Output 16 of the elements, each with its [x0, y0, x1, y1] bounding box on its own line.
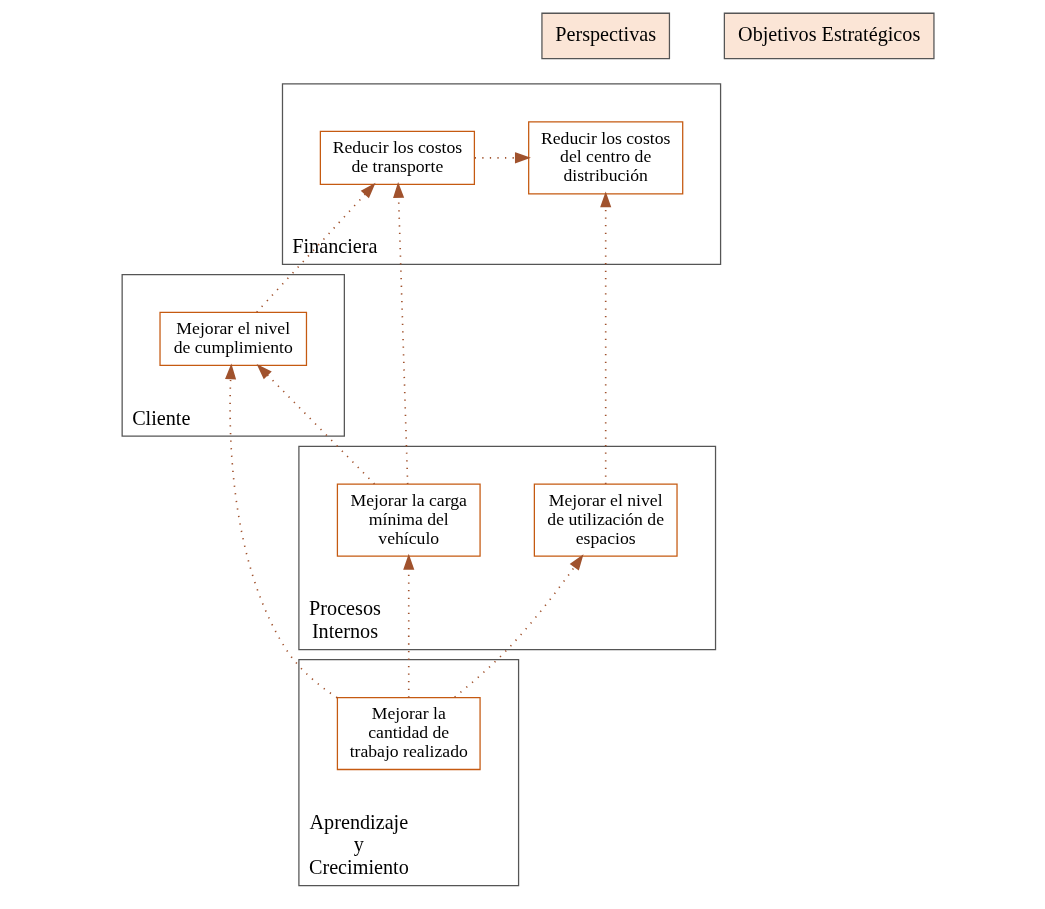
arrow — [256, 364, 375, 485]
arrow — [599, 191, 611, 485]
arrow — [453, 554, 583, 698]
arrow — [255, 182, 376, 313]
node-box: Mejorar el nivel de cumplimiento — [158, 311, 307, 367]
label: Perspectivas — [554, 22, 656, 45]
node-box: Mejorar el nivel de utilización de espacios — [533, 483, 678, 557]
node-box: Reducir los costos del centro de distribución — [527, 121, 683, 195]
arrow — [392, 182, 408, 485]
node-box: Reducir los costos de transporte — [319, 130, 475, 185]
arrow — [402, 553, 414, 699]
label: Objetivos Estratégicos — [737, 22, 920, 45]
node-box: Mejorar la cantidad de trabajo realizado — [336, 696, 481, 771]
arrow — [473, 152, 531, 164]
node-box: Mejorar la carga mínima del vehículo — [336, 483, 481, 557]
arrow — [224, 363, 338, 699]
